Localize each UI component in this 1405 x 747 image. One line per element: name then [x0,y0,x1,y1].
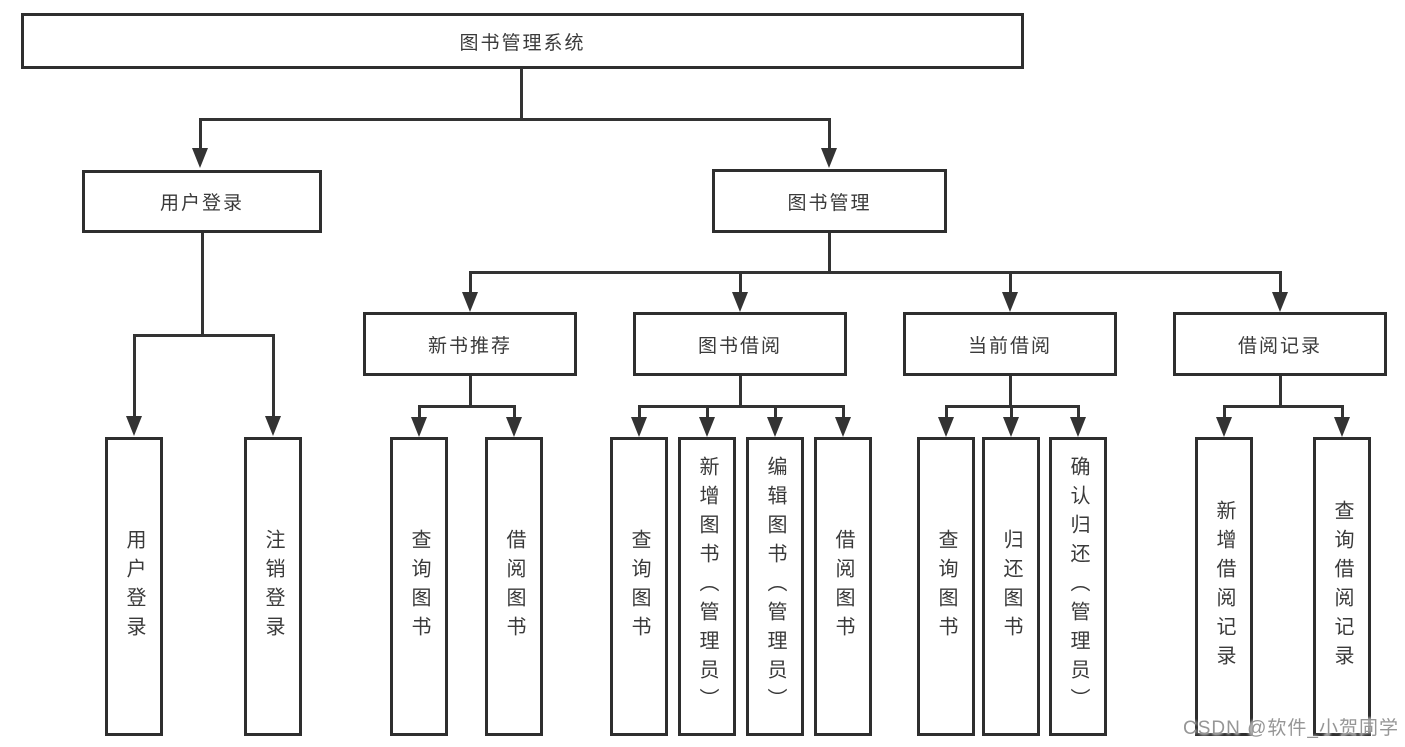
connector-line [774,405,777,419]
connector-line [1341,405,1344,419]
connector-line [1009,376,1012,408]
connector-line [418,405,421,419]
node-current-confirm-return-admin: 确认归还（管理员） [1049,437,1107,736]
connector-line [638,405,845,408]
connector-arrow [1272,292,1288,312]
connector-arrow [767,417,783,437]
connector-line [1223,405,1344,408]
connector-arrow [821,148,837,168]
node-recommend-query-books: 查询图书 [390,437,448,736]
connector-arrow [126,416,142,436]
node-borrowing-borrow-books: 借阅图书 [814,437,872,736]
node-book-management: 图书管理 [712,169,947,233]
connector-arrow [1216,417,1232,437]
connector-arrow [1003,417,1019,437]
connector-line [1077,405,1080,419]
connector-arrow [411,417,427,437]
connector-arrow [1334,417,1350,437]
connector-arrow [1070,417,1086,437]
node-label: 编辑图书（管理员） [764,456,786,717]
node-label: 图书管理系统 [459,32,586,54]
node-label: 新书推荐 [427,335,512,357]
connector-line [199,118,202,150]
node-label: 新增借阅记录 [1213,499,1235,674]
connector-arrow [462,292,478,312]
node-records-query-borrow-record: 查询借阅记录 [1313,437,1371,736]
connector-arrow [699,417,715,437]
connector-line [638,405,641,419]
connector-line [828,118,831,150]
connector-line [1279,271,1282,293]
connector-arrow [192,148,208,168]
connector-line [1279,376,1282,408]
node-logout-action: 注销登录 [244,437,302,736]
node-library-management-system: 图书管理系统 [21,13,1024,69]
watermark-text: CSDN @软件_小贺同学 [1183,718,1399,739]
connector-line [945,405,948,419]
connector-arrow [506,417,522,437]
node-label: 查询图书 [935,528,957,645]
connector-line [828,233,831,273]
connector-arrow [938,417,954,437]
node-new-book-recommendation: 新书推荐 [363,312,577,376]
connector-arrow [1002,292,1018,312]
connector-arrow [835,417,851,437]
node-label: 借阅图书 [503,528,525,645]
node-user-login-action: 用户登录 [105,437,163,736]
connector-line [133,334,275,337]
node-label: 图书管理 [787,192,872,214]
node-label: 归还图书 [1000,528,1022,645]
connector-line [201,233,204,336]
node-label: 当前借阅 [967,335,1052,357]
node-label: 注销登录 [262,528,284,645]
node-label: 查询图书 [408,528,430,645]
connector-arrow [631,417,647,437]
connector-arrow [732,292,748,312]
node-current-return-books: 归还图书 [982,437,1040,736]
connector-line [469,376,472,408]
node-current-query-books: 查询图书 [917,437,975,736]
connector-line [418,405,516,408]
connector-line [1010,405,1013,419]
connector-line [520,68,523,120]
connector-line [272,334,275,418]
node-label: 图书借阅 [697,335,782,357]
node-label: 查询借阅记录 [1331,499,1353,674]
node-borrowing-query-books: 查询图书 [610,437,668,736]
connector-line [842,405,845,419]
connector-arrow [265,416,281,436]
node-label: 确认归还（管理员） [1067,456,1089,717]
connector-line [739,271,742,293]
node-label: 用户登录 [159,193,244,214]
node-label: 新增图书（管理员） [696,456,718,717]
node-user-login: 用户登录 [82,170,322,233]
connector-line [706,405,709,419]
node-borrowing-edit-books-admin: 编辑图书（管理员） [746,437,804,736]
connector-line [513,405,516,419]
node-book-borrowing: 图书借阅 [633,312,847,376]
node-label: 查询图书 [628,528,650,645]
connector-line [199,118,831,121]
node-current-borrowing: 当前借阅 [903,312,1117,376]
connector-line [739,376,742,408]
node-label: 借阅图书 [832,528,854,645]
connector-line [469,271,472,293]
node-borrowing-add-books-admin: 新增图书（管理员） [678,437,736,736]
connector-line [1223,405,1226,419]
node-borrowing-records: 借阅记录 [1173,312,1387,376]
node-label: 用户登录 [123,528,145,645]
node-recommend-borrow-books: 借阅图书 [485,437,543,736]
node-records-add-borrow-record: 新增借阅记录 [1195,437,1253,736]
connector-line [1009,271,1012,293]
connector-line [133,334,136,418]
node-label: 借阅记录 [1237,335,1322,357]
connector-line [469,271,1282,274]
